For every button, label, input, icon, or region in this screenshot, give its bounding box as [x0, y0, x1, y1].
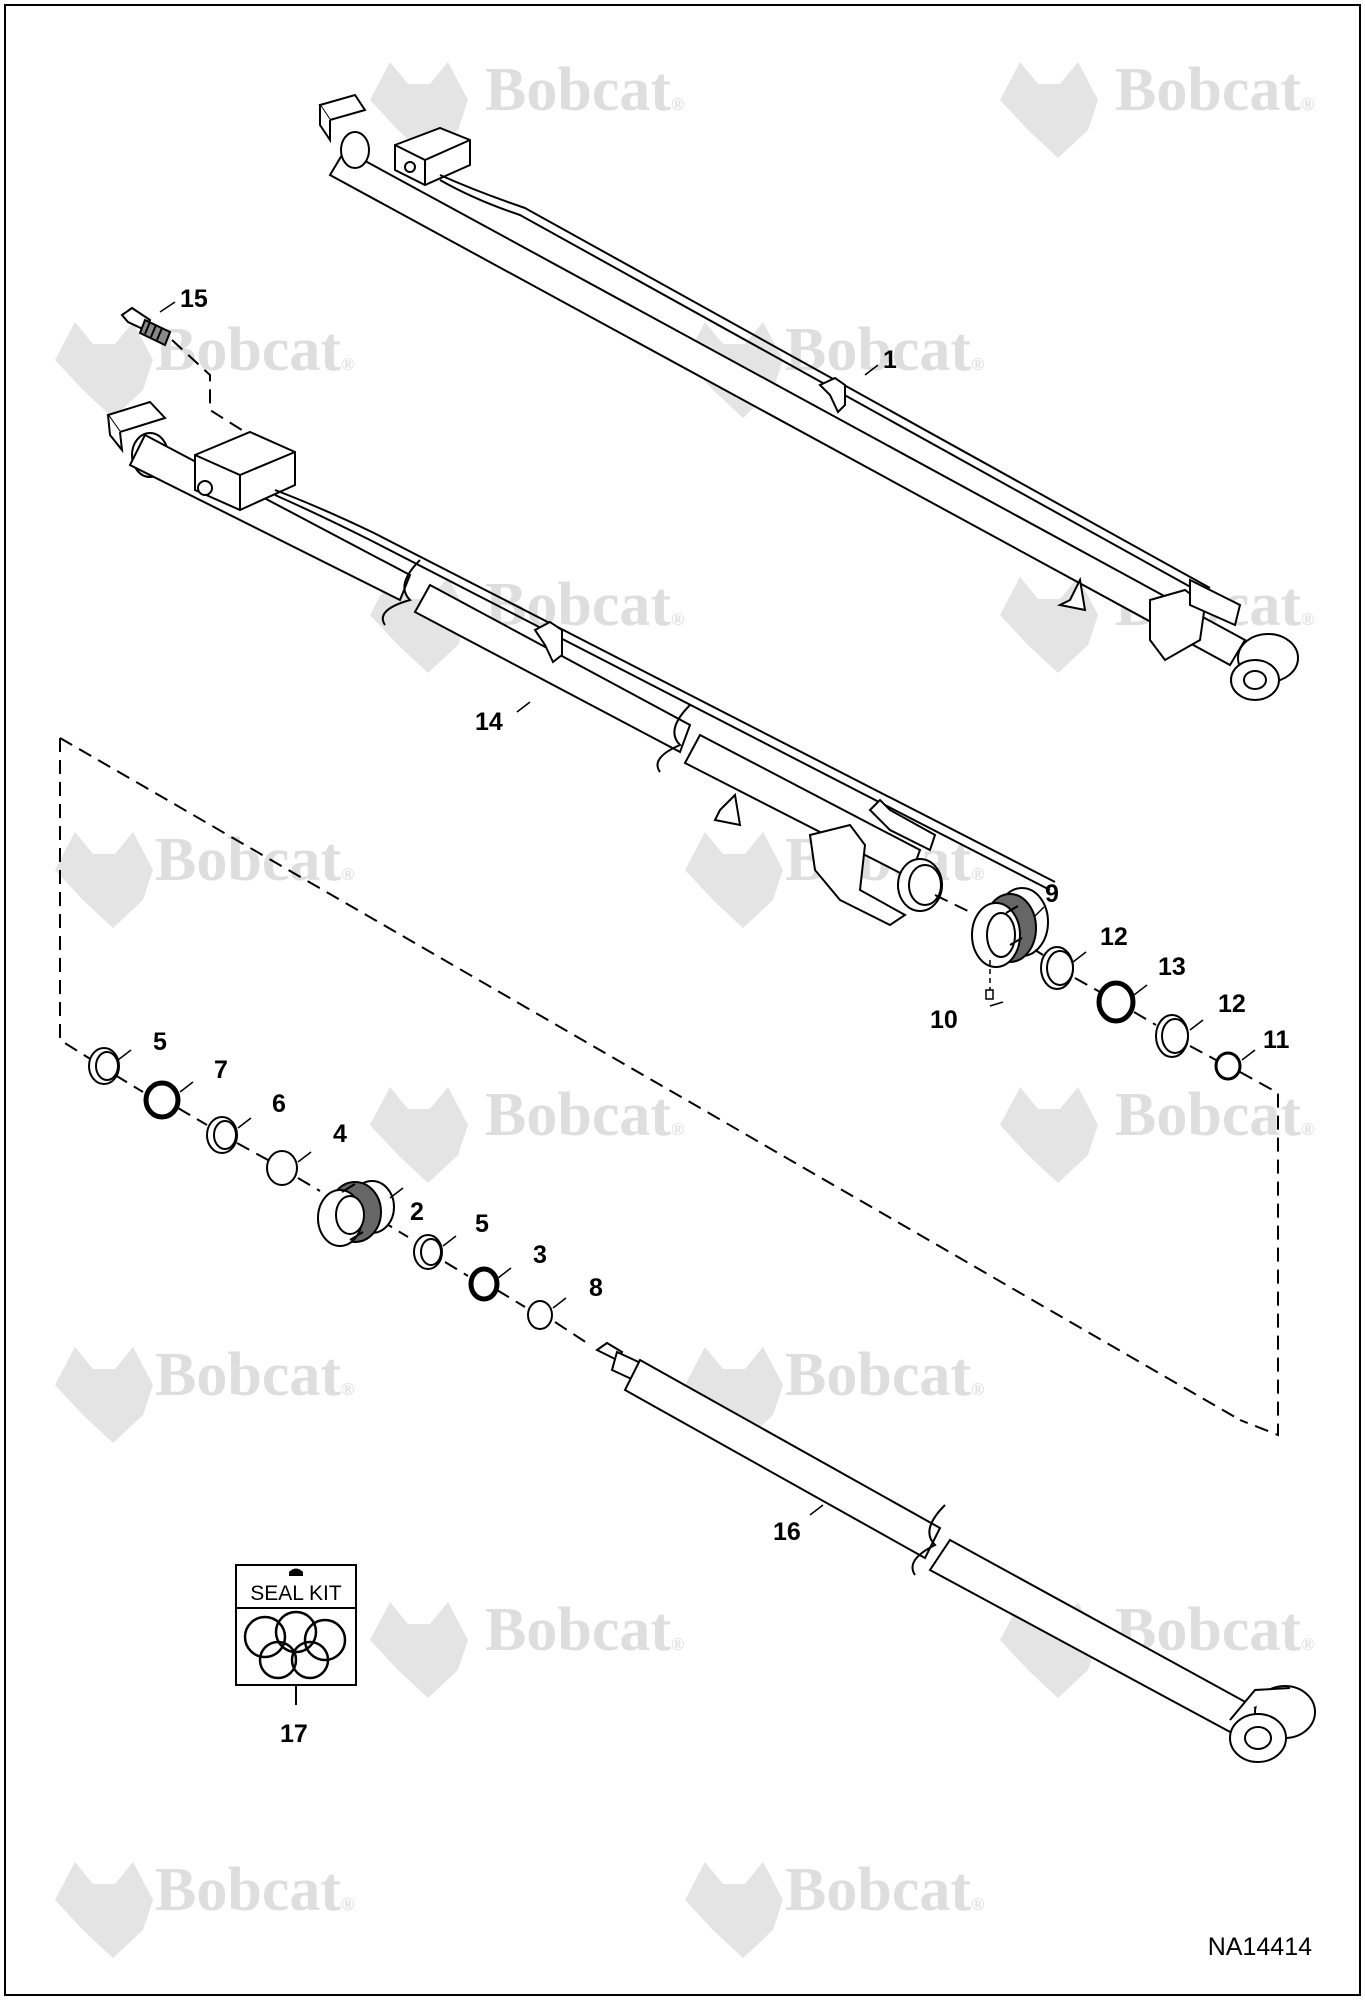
callout-13: 13 — [1158, 953, 1186, 981]
callout-leaders — [117, 301, 1256, 1516]
cylinder-assembly-part-1 — [318, 93, 1299, 701]
watermark-text: Bobcat® — [1115, 56, 1314, 124]
watermark: Bobcat® — [1000, 1596, 1314, 1698]
callout-12-second: 12 — [1218, 990, 1246, 1018]
seal-rings-right — [1040, 946, 1242, 1081]
watermark-text: Bobcat® — [485, 1596, 684, 1664]
watermark-text: Bobcat® — [485, 56, 684, 124]
drawing-id: NA14414 — [1208, 1933, 1312, 1961]
page-border — [4, 4, 1361, 1996]
hang-tab-icon — [289, 1568, 303, 1576]
watermark: Bobcat® — [55, 316, 354, 418]
watermark-text: Bobcat® — [1115, 1081, 1314, 1149]
watermark: Bobcat® — [1000, 1081, 1314, 1183]
callout-10: 10 — [930, 1006, 958, 1034]
callout-16: 16 — [773, 1518, 801, 1546]
seal-rings-middle — [413, 1234, 553, 1330]
callout-11: 11 — [1263, 1026, 1290, 1054]
fitting-leader-dash — [171, 339, 246, 433]
seal-kit-part-17: SEAL KIT — [235, 1564, 357, 1705]
watermark: Bobcat® — [685, 1856, 984, 1958]
watermark: Bobcat® — [55, 826, 354, 928]
callout-17: 17 — [280, 1720, 308, 1748]
callout-14: 14 — [475, 708, 503, 736]
watermark-text: Bobcat® — [485, 1081, 684, 1149]
registered-mark: ® — [1301, 609, 1314, 629]
bobcat-logo-icon — [55, 832, 153, 928]
registered-mark: ® — [341, 864, 354, 884]
watermark: Bobcat® — [370, 1596, 684, 1698]
callout-8: 8 — [589, 1274, 603, 1302]
watermark: Bobcat® — [55, 1341, 354, 1443]
registered-mark: ® — [341, 1379, 354, 1399]
bobcat-logo-icon — [1000, 1087, 1098, 1183]
seal-kit-label: SEAL KIT — [250, 1582, 342, 1605]
watermark-text: Bobcat® — [155, 316, 354, 384]
watermark-text: Bobcat® — [785, 1341, 984, 1409]
watermark-text: Bobcat® — [785, 316, 984, 384]
o-rings-icon — [243, 1610, 347, 1680]
callout-15: 15 — [180, 285, 208, 313]
registered-mark: ® — [671, 609, 684, 629]
registered-mark: ® — [1301, 1119, 1314, 1139]
watermark-text: Bobcat® — [155, 826, 354, 894]
rod-guide-part-2 — [317, 1180, 395, 1247]
watermark: Bobcat® — [685, 1341, 984, 1443]
barrel-part-14 — [106, 400, 1056, 927]
watermark: Bobcat® — [1000, 56, 1314, 158]
registered-mark: ® — [671, 94, 684, 114]
callout-7: 7 — [214, 1056, 228, 1084]
registered-mark: ® — [971, 864, 984, 884]
registered-mark: ® — [341, 1894, 354, 1914]
watermark: Bobcat® — [370, 1081, 684, 1183]
rod-part-16 — [595, 1341, 1316, 1763]
bobcat-logo-icon — [685, 832, 783, 928]
bobcat-logo-icon — [370, 1602, 468, 1698]
bobcat-logo-icon — [1000, 577, 1098, 673]
registered-mark: ® — [671, 1119, 684, 1139]
bobcat-logo-icon — [1000, 62, 1098, 158]
callout-2: 2 — [410, 1198, 424, 1226]
watermark-layer: Bobcat® Bobcat® Bobcat® Bobcat® Bobcat® … — [55, 56, 1314, 1958]
callout-4: 4 — [333, 1120, 347, 1148]
registered-mark: ® — [671, 1634, 684, 1654]
assembly-dash-lines — [59, 737, 1279, 1437]
watermark-text: Bobcat® — [155, 1341, 354, 1409]
bobcat-logo-icon — [685, 1347, 783, 1443]
watermark-text: Bobcat® — [1115, 1596, 1314, 1664]
bobcat-logo-icon — [55, 1862, 153, 1958]
callout-12: 12 — [1100, 923, 1128, 951]
registered-mark: ® — [971, 1379, 984, 1399]
registered-mark: ® — [971, 354, 984, 374]
fitting-part-15 — [120, 306, 172, 347]
bobcat-logo-icon — [55, 1347, 153, 1443]
registered-mark: ® — [1301, 94, 1314, 114]
bobcat-logo-icon — [370, 1087, 468, 1183]
registered-mark: ® — [971, 1894, 984, 1914]
callout-1: 1 — [883, 346, 897, 374]
piston-part-9 — [971, 887, 1049, 968]
registered-mark: ® — [341, 354, 354, 374]
registered-mark: ® — [1301, 1634, 1314, 1654]
callout-9: 9 — [1045, 880, 1059, 908]
seal-rings-left — [88, 1047, 298, 1186]
bobcat-logo-icon — [685, 1862, 783, 1958]
watermark-text: Bobcat® — [155, 1856, 354, 1924]
callout-6: 6 — [272, 1090, 286, 1118]
callout-5: 5 — [153, 1028, 167, 1056]
callout-labels: 1 2 3 4 5 5 6 7 8 9 10 11 12 12 13 14 15… — [153, 285, 1290, 1748]
bobcat-logo-icon — [55, 322, 153, 418]
set-screw-part-10 — [985, 989, 994, 1000]
watermark: Bobcat® — [55, 1856, 354, 1958]
watermark-text: Bobcat® — [785, 1856, 984, 1924]
callout-3: 3 — [533, 1241, 547, 1269]
callout-5-second: 5 — [475, 1210, 489, 1238]
